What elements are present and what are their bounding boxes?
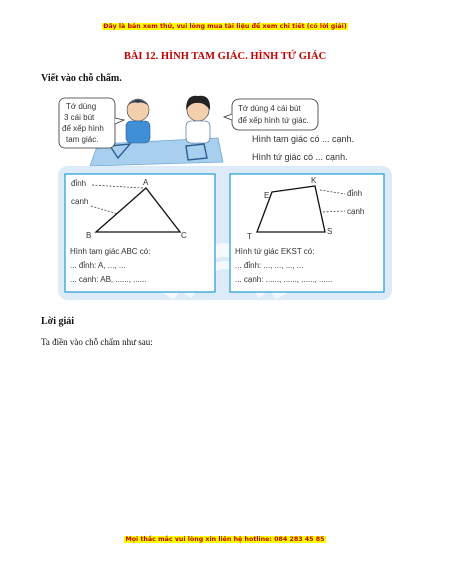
pen-triangle — [108, 143, 132, 160]
svg-text:Hình tam giác ABC có: ..: Hình tam giác ABC có: ... đỉnh: A, ..., … — [70, 247, 153, 284]
speech-bubble-left: Tớ dùng 3 cái bút để xếp hình tam giác. — [58, 97, 126, 149]
quadrilateral-shape — [256, 185, 326, 233]
bubble-left-line: tam giác. — [66, 135, 98, 144]
children-scene — [89, 95, 224, 167]
vertex-label: A — [143, 178, 149, 187]
preview-banner: Đây là bản xem thử, vui lòng mua tài liệ… — [102, 23, 348, 30]
quad-label-edge: cạnh — [347, 207, 364, 216]
exercise-prompt: Viết vào chỗ chấm. — [41, 73, 122, 84]
boy-shirt — [125, 120, 151, 144]
vertex-label: E — [264, 191, 269, 200]
boy-hair — [127, 99, 149, 106]
exercise-illustration: Tớ dùng 3 cái bút để xếp hình tam giác. … — [58, 95, 392, 300]
triangle-line: Hình tam giác ABC có: — [70, 247, 150, 256]
bubble-left-line: Tớ dùng — [66, 102, 96, 111]
girl-shirt — [185, 120, 211, 144]
vertex-label: S — [327, 227, 332, 236]
vertex-label: K — [311, 176, 317, 185]
triangle-line: ... đỉnh: A, ..., ... — [70, 261, 126, 270]
triangle-shape — [94, 187, 182, 233]
quad-label-vertex: đỉnh — [347, 189, 362, 198]
lesson-title: BÀI 12. HÌNH TAM GIÁC. HÌNH TỨ GIÁC — [123, 51, 327, 62]
solution-heading: Lời giải — [41, 316, 75, 327]
question-quadrilateral: Hình tứ giác có ... cạnh. — [252, 152, 348, 162]
quadrilateral-panel: E K T S đỉnh cạnh Hình tứ giác EKST có: … — [229, 173, 385, 293]
girl-hair — [186, 95, 211, 110]
triangle-label-edge: cạnh — [71, 197, 88, 206]
svg-text:Tớ dùng 4 cái bút để xếp: Tớ dùng 4 cái bút để xếp hình tứ giác. — [238, 104, 309, 125]
solution-intro: Ta điền vào chỗ chấm như sau: — [41, 337, 153, 347]
triangle-panel: đỉnh cạnh A B C Hình tam giác ABC có: ..… — [64, 173, 216, 293]
quad-line: Hình tứ giác EKST có: — [235, 247, 314, 256]
svg-text:Tớ dùng 3 cái bút: Tớ dùng 3 cái bút để xếp hình tam giác. — [62, 102, 106, 144]
quad-line: ... đỉnh: ..., ..., ..., ... — [235, 261, 303, 270]
bubble-left-line: để xếp hình — [62, 124, 104, 133]
svg-text:Hình tứ giác EKST có: ..: Hình tứ giác EKST có: ... đỉnh: ..., ...… — [235, 247, 332, 284]
triangle-line: ... cạnh: AB, ......, ...... — [70, 275, 146, 284]
bubble-right-line: để xếp hình tứ giác. — [238, 116, 309, 125]
bubble-left-line: 3 cái bút — [64, 113, 95, 122]
triangle-label-vertex: đỉnh — [71, 179, 86, 188]
vertex-label: T — [247, 232, 252, 241]
vertex-label: C — [181, 231, 187, 240]
question-triangle: Hình tam giác có ... cạnh. — [252, 134, 354, 144]
bubble-right-line: Tớ dùng 4 cái bút — [238, 104, 301, 113]
pen-quadrilateral — [185, 143, 208, 161]
vertex-label: B — [86, 231, 91, 240]
quad-line: ... cạnh: ......, ......, ......, ...... — [235, 275, 332, 284]
speech-bubble-right: Tớ dùng 4 cái bút để xếp hình tứ giác. — [222, 98, 319, 131]
hotline-banner: Mọi thắc mắc vui lòng xin liên hệ hotlin… — [124, 536, 326, 543]
